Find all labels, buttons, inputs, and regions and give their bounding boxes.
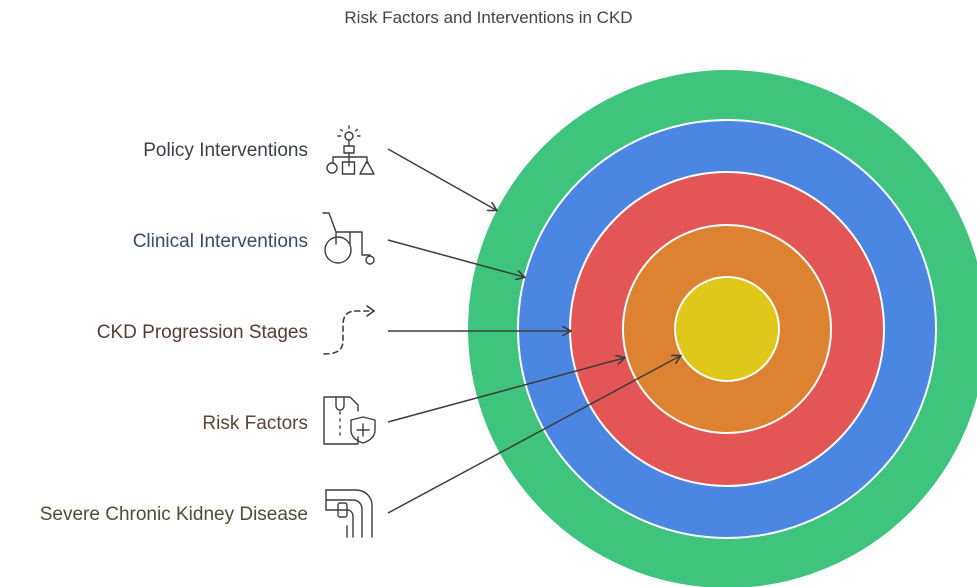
medical-file-plus-icon xyxy=(323,396,376,445)
label-ckd-progression-stages: CKD Progression Stages xyxy=(97,322,308,343)
label-severe-ckd: Severe Chronic Kidney Disease xyxy=(40,504,308,525)
label-policy-interventions: Policy Interventions xyxy=(143,140,308,161)
arrow-clinical-interventions xyxy=(387,239,524,277)
arrow-risk-factors xyxy=(387,358,624,423)
policy-hierarchy-icon xyxy=(326,125,375,175)
leader-arrows xyxy=(387,148,680,514)
concentric-rings xyxy=(468,70,977,587)
ring-severe-ckd-core xyxy=(674,276,780,382)
label-clinical-interventions: Clinical Interventions xyxy=(133,231,308,252)
wheelchair-icon xyxy=(322,212,375,265)
arrow-policy-interventions xyxy=(387,148,496,210)
dashed-path-arrow-icon xyxy=(323,305,375,355)
kidney-pipe-icon xyxy=(325,489,373,538)
diagram-title: Risk Factors and Interventions in CKD xyxy=(344,8,633,27)
arrow-severe-ckd xyxy=(387,356,680,514)
label-risk-factors: Risk Factors xyxy=(202,413,308,434)
